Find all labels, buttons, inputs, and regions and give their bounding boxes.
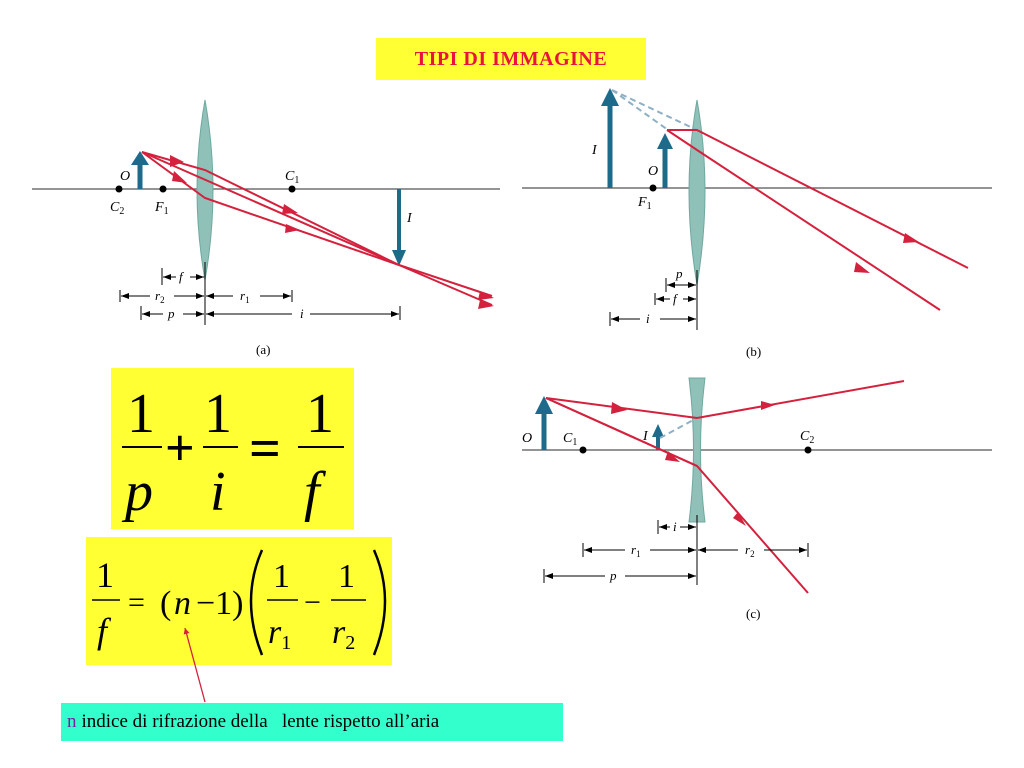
eq2-big-paren-right: [372, 549, 387, 656]
label-f1-a: F1: [154, 200, 169, 217]
eq2-minus-one: −1): [196, 585, 244, 622]
diverging-lens-c: [688, 377, 706, 523]
lensmaker-equation: 1 f = ( n −1) 1 r1 − 1 r2: [86, 537, 392, 665]
eq2-inner-minus: −: [304, 586, 321, 619]
image-arrow-a: [392, 189, 406, 266]
dimensions-a: [119, 262, 401, 325]
label-image-a: I: [406, 211, 413, 226]
dimensions-b: [609, 270, 698, 330]
label-c1-a: C1: [285, 169, 299, 186]
eq1-den-i: i: [210, 461, 226, 523]
eq1-equals: =: [249, 418, 281, 480]
point-c2-a: [115, 185, 123, 193]
dimensions-c: [543, 515, 809, 585]
eq1-num-2: 1: [204, 383, 232, 445]
eq2-open-paren: (: [160, 585, 171, 622]
eq1-plus: +: [165, 420, 195, 477]
label-object-b: O: [648, 164, 658, 179]
eq1-num-3: 1: [306, 383, 334, 445]
point-f1-a: [159, 185, 167, 193]
label-image-c: I: [642, 429, 649, 444]
label-image-b: I: [591, 143, 598, 158]
dim-r2-c: r2: [745, 542, 755, 559]
point-c1-a: [288, 185, 296, 193]
eq2-equals: =: [128, 586, 145, 619]
dim-i-b: i: [646, 311, 650, 326]
diagram-c: O C1 I C2 i r1 r2 p (c): [522, 377, 992, 621]
eq2-n: n: [174, 585, 191, 622]
eq1-num-1: 1: [127, 383, 155, 445]
object-arrow-b: [657, 133, 673, 188]
label-c2-c: C2: [800, 429, 814, 446]
dim-i-c: i: [673, 519, 677, 534]
dim-r1-c: r1: [631, 542, 641, 559]
label-object-c: O: [522, 431, 532, 446]
dim-f-a: f: [179, 269, 185, 284]
dim-f-b: f: [673, 291, 679, 306]
diagram-a: O C2 F1 C1 I f r2 r1 p i (a): [32, 99, 500, 357]
ray-direction-arrows-b: [854, 233, 919, 273]
eq2-inner-den-2: r2: [332, 614, 355, 654]
eq2-inner-num-1: 1: [273, 558, 290, 595]
eq1-den-p: p: [121, 461, 153, 523]
caption-c: (c): [746, 606, 760, 621]
point-c2-c: [804, 446, 812, 454]
rays-a: [141, 151, 493, 306]
eq2-inner-num-2: 1: [338, 558, 355, 595]
rays-b: [666, 129, 969, 311]
converging-lens-b: [688, 99, 706, 286]
dim-i-a: i: [300, 306, 304, 321]
point-c1-c: [579, 446, 587, 454]
dim-p-c: p: [609, 568, 617, 583]
caption-b: (b): [746, 344, 761, 359]
dim-r2-a: r2: [155, 288, 165, 305]
note-text: indice di rifrazione della lente rispett…: [81, 711, 440, 732]
object-arrow-a: [131, 151, 149, 189]
diagram-b: I O F1 p f i (b): [522, 88, 992, 359]
rays-c: [545, 380, 905, 594]
title-banner: TIPI DI IMMAGINE: [376, 38, 646, 80]
virtual-rays-b: [611, 89, 698, 131]
virtual-rays-c: [659, 417, 698, 439]
ray-direction-arrows-a: [170, 155, 494, 309]
object-arrow-c: [535, 396, 553, 450]
note-n-symbol: n: [67, 711, 77, 732]
image-arrow-b: [601, 88, 619, 188]
eq2-num-1: 1: [96, 555, 114, 595]
label-object-a: O: [120, 169, 130, 184]
page-title: TIPI DI IMMAGINE: [414, 47, 608, 70]
lens-equation-box: [111, 368, 354, 529]
dim-p-b: p: [675, 266, 683, 281]
dim-r1-a: r1: [240, 288, 250, 305]
point-f1-b: [649, 184, 657, 192]
eq2-inner-den-1: r1: [268, 614, 291, 654]
label-f1-b: F1: [637, 195, 652, 212]
dim-p-a: p: [167, 306, 175, 321]
lens-equation: 1 p + 1 i = 1 f: [111, 368, 354, 529]
lensmaker-equation-box: [86, 537, 392, 665]
ray-direction-arrows-c: [611, 401, 775, 526]
label-c1-c: C1: [563, 431, 577, 448]
converging-lens-a: [196, 99, 214, 281]
label-c2-a: C2: [110, 200, 124, 217]
caption-a: (a): [256, 342, 270, 357]
n-pointer-line: [183, 627, 206, 703]
eq2-big-paren-left: [249, 549, 264, 656]
